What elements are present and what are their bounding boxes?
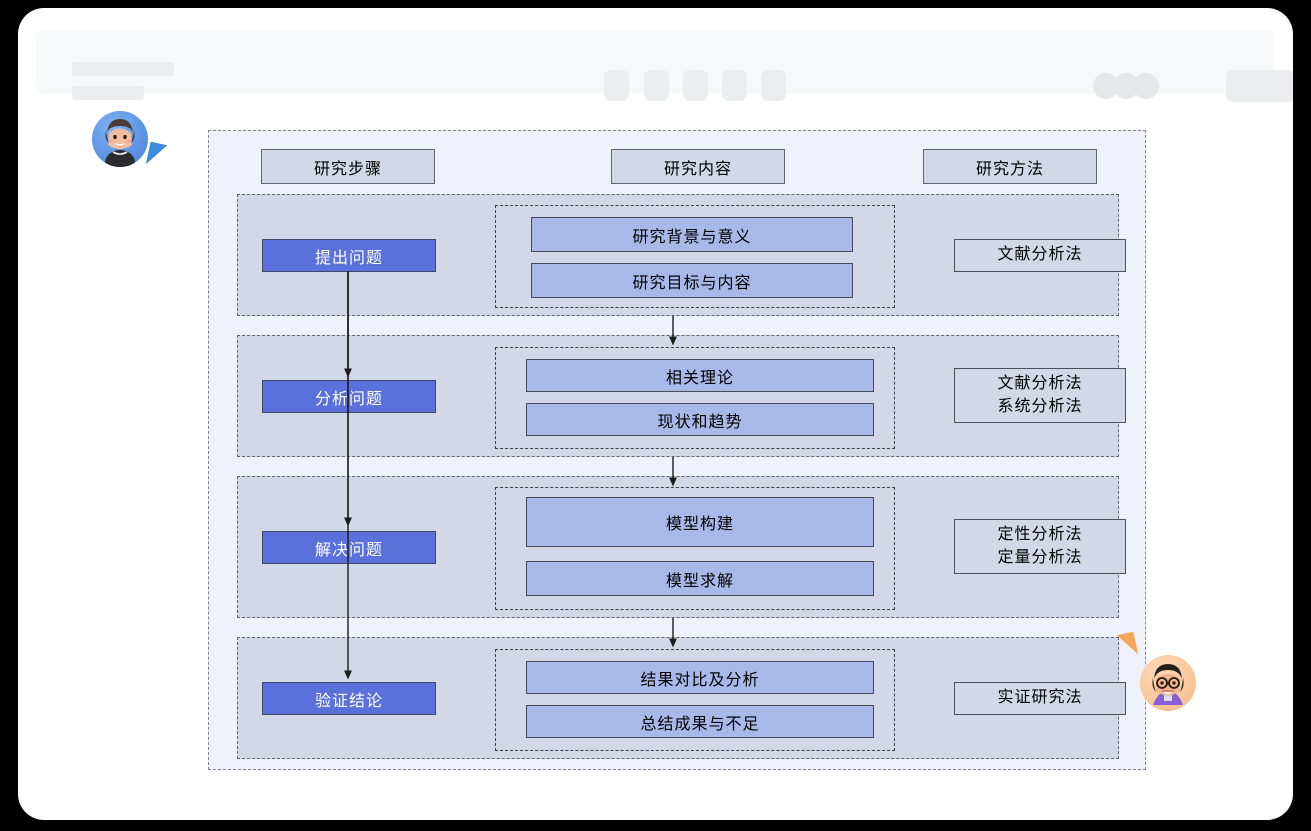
- avatar-placeholder-3[interactable]: [1133, 73, 1159, 99]
- toolbar-tool-placeholder-3[interactable]: [683, 70, 708, 101]
- stage-row[interactable]: 验证结论 结果对比及分析 总结成果与不足 实证研究法: [237, 637, 1126, 759]
- content-box[interactable]: 现状和趋势: [526, 403, 874, 436]
- method-label: 定量分析法: [997, 548, 1083, 566]
- toolbar-title-placeholder-2: [72, 86, 144, 100]
- step-box[interactable]: 提出问题: [262, 239, 436, 272]
- content-box[interactable]: 相关理论: [526, 359, 874, 392]
- content-box[interactable]: 模型求解: [526, 561, 874, 596]
- collaborator-avatar-a[interactable]: [92, 111, 148, 167]
- content-group: 结果对比及分析 总结成果与不足: [495, 649, 895, 751]
- toolbar-tool-placeholder-1[interactable]: [604, 70, 629, 101]
- column-header-methods[interactable]: 研究方法: [923, 149, 1097, 184]
- stage-row[interactable]: 提出问题 研究背景与意义 研究目标与内容 文献分析法: [237, 194, 1126, 316]
- method-box[interactable]: 实证研究法: [954, 682, 1126, 715]
- method-box[interactable]: 定性分析法 定量分析法: [954, 519, 1126, 574]
- method-label: 定性分析法: [997, 526, 1083, 544]
- avatar-b-illustration: [1152, 664, 1184, 705]
- step-box[interactable]: 分析问题: [262, 380, 436, 413]
- stage-row[interactable]: 分析问题 相关理论 现状和趋势 文献分析法 系统分析法: [237, 335, 1126, 457]
- column-header-steps[interactable]: 研究步骤: [261, 149, 435, 184]
- app-window-card: 研究步骤 研究内容 研究方法 提出问题 研究背景与意义 研究目标与内容 文献分析…: [18, 8, 1293, 820]
- content-group: 研究背景与意义 研究目标与内容: [495, 205, 895, 308]
- stage-row[interactable]: 解决问题 模型构建 模型求解 定性分析法 定量分析法: [237, 476, 1126, 618]
- method-label: 文献分析法: [997, 246, 1083, 264]
- column-header-contents[interactable]: 研究内容: [611, 149, 785, 184]
- content-box[interactable]: 总结成果与不足: [526, 705, 874, 738]
- toolbar: [36, 30, 1293, 102]
- collaborator-cursor-a: [145, 141, 175, 170]
- method-label: 系统分析法: [997, 397, 1083, 415]
- toolbar-tool-placeholder-4[interactable]: [722, 70, 747, 101]
- toolbar-tool-placeholder-2[interactable]: [644, 70, 669, 101]
- content-box[interactable]: 研究目标与内容: [531, 263, 853, 298]
- flowchart-frame[interactable]: 研究步骤 研究内容 研究方法 提出问题 研究背景与意义 研究目标与内容 文献分析…: [208, 130, 1146, 770]
- method-label: 实证研究法: [997, 689, 1083, 707]
- toolbar-action-placeholder[interactable]: [1226, 70, 1293, 102]
- toolbar-title-placeholder-1: [72, 62, 174, 76]
- method-box[interactable]: 文献分析法 系统分析法: [954, 368, 1126, 423]
- method-label: 文献分析法: [997, 375, 1083, 393]
- method-box[interactable]: 文献分析法: [954, 239, 1126, 272]
- step-box[interactable]: 解决问题: [262, 531, 436, 564]
- content-group: 模型构建 模型求解: [495, 487, 895, 610]
- collaborator-cursor-b: [1109, 631, 1139, 660]
- content-group: 相关理论 现状和趋势: [495, 347, 895, 449]
- toolbar-tool-placeholder-5[interactable]: [761, 70, 786, 101]
- step-box[interactable]: 验证结论: [262, 682, 436, 715]
- content-box[interactable]: 模型构建: [526, 497, 874, 547]
- avatar-a-illustration: [105, 119, 135, 167]
- collaborator-avatar-b[interactable]: [1140, 655, 1196, 711]
- content-box[interactable]: 结果对比及分析: [526, 661, 874, 694]
- content-box[interactable]: 研究背景与意义: [531, 217, 853, 252]
